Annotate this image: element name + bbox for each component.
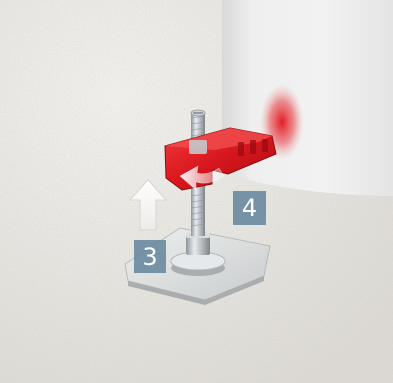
hex-nut <box>186 236 210 255</box>
step-4-badge: 4 <box>233 191 266 225</box>
cylinder <box>222 0 393 196</box>
step-4-label: 4 <box>242 194 257 222</box>
bracket-collar <box>189 140 207 154</box>
step-3-badge: 3 <box>134 240 166 273</box>
step-3-label: 3 <box>142 243 157 271</box>
